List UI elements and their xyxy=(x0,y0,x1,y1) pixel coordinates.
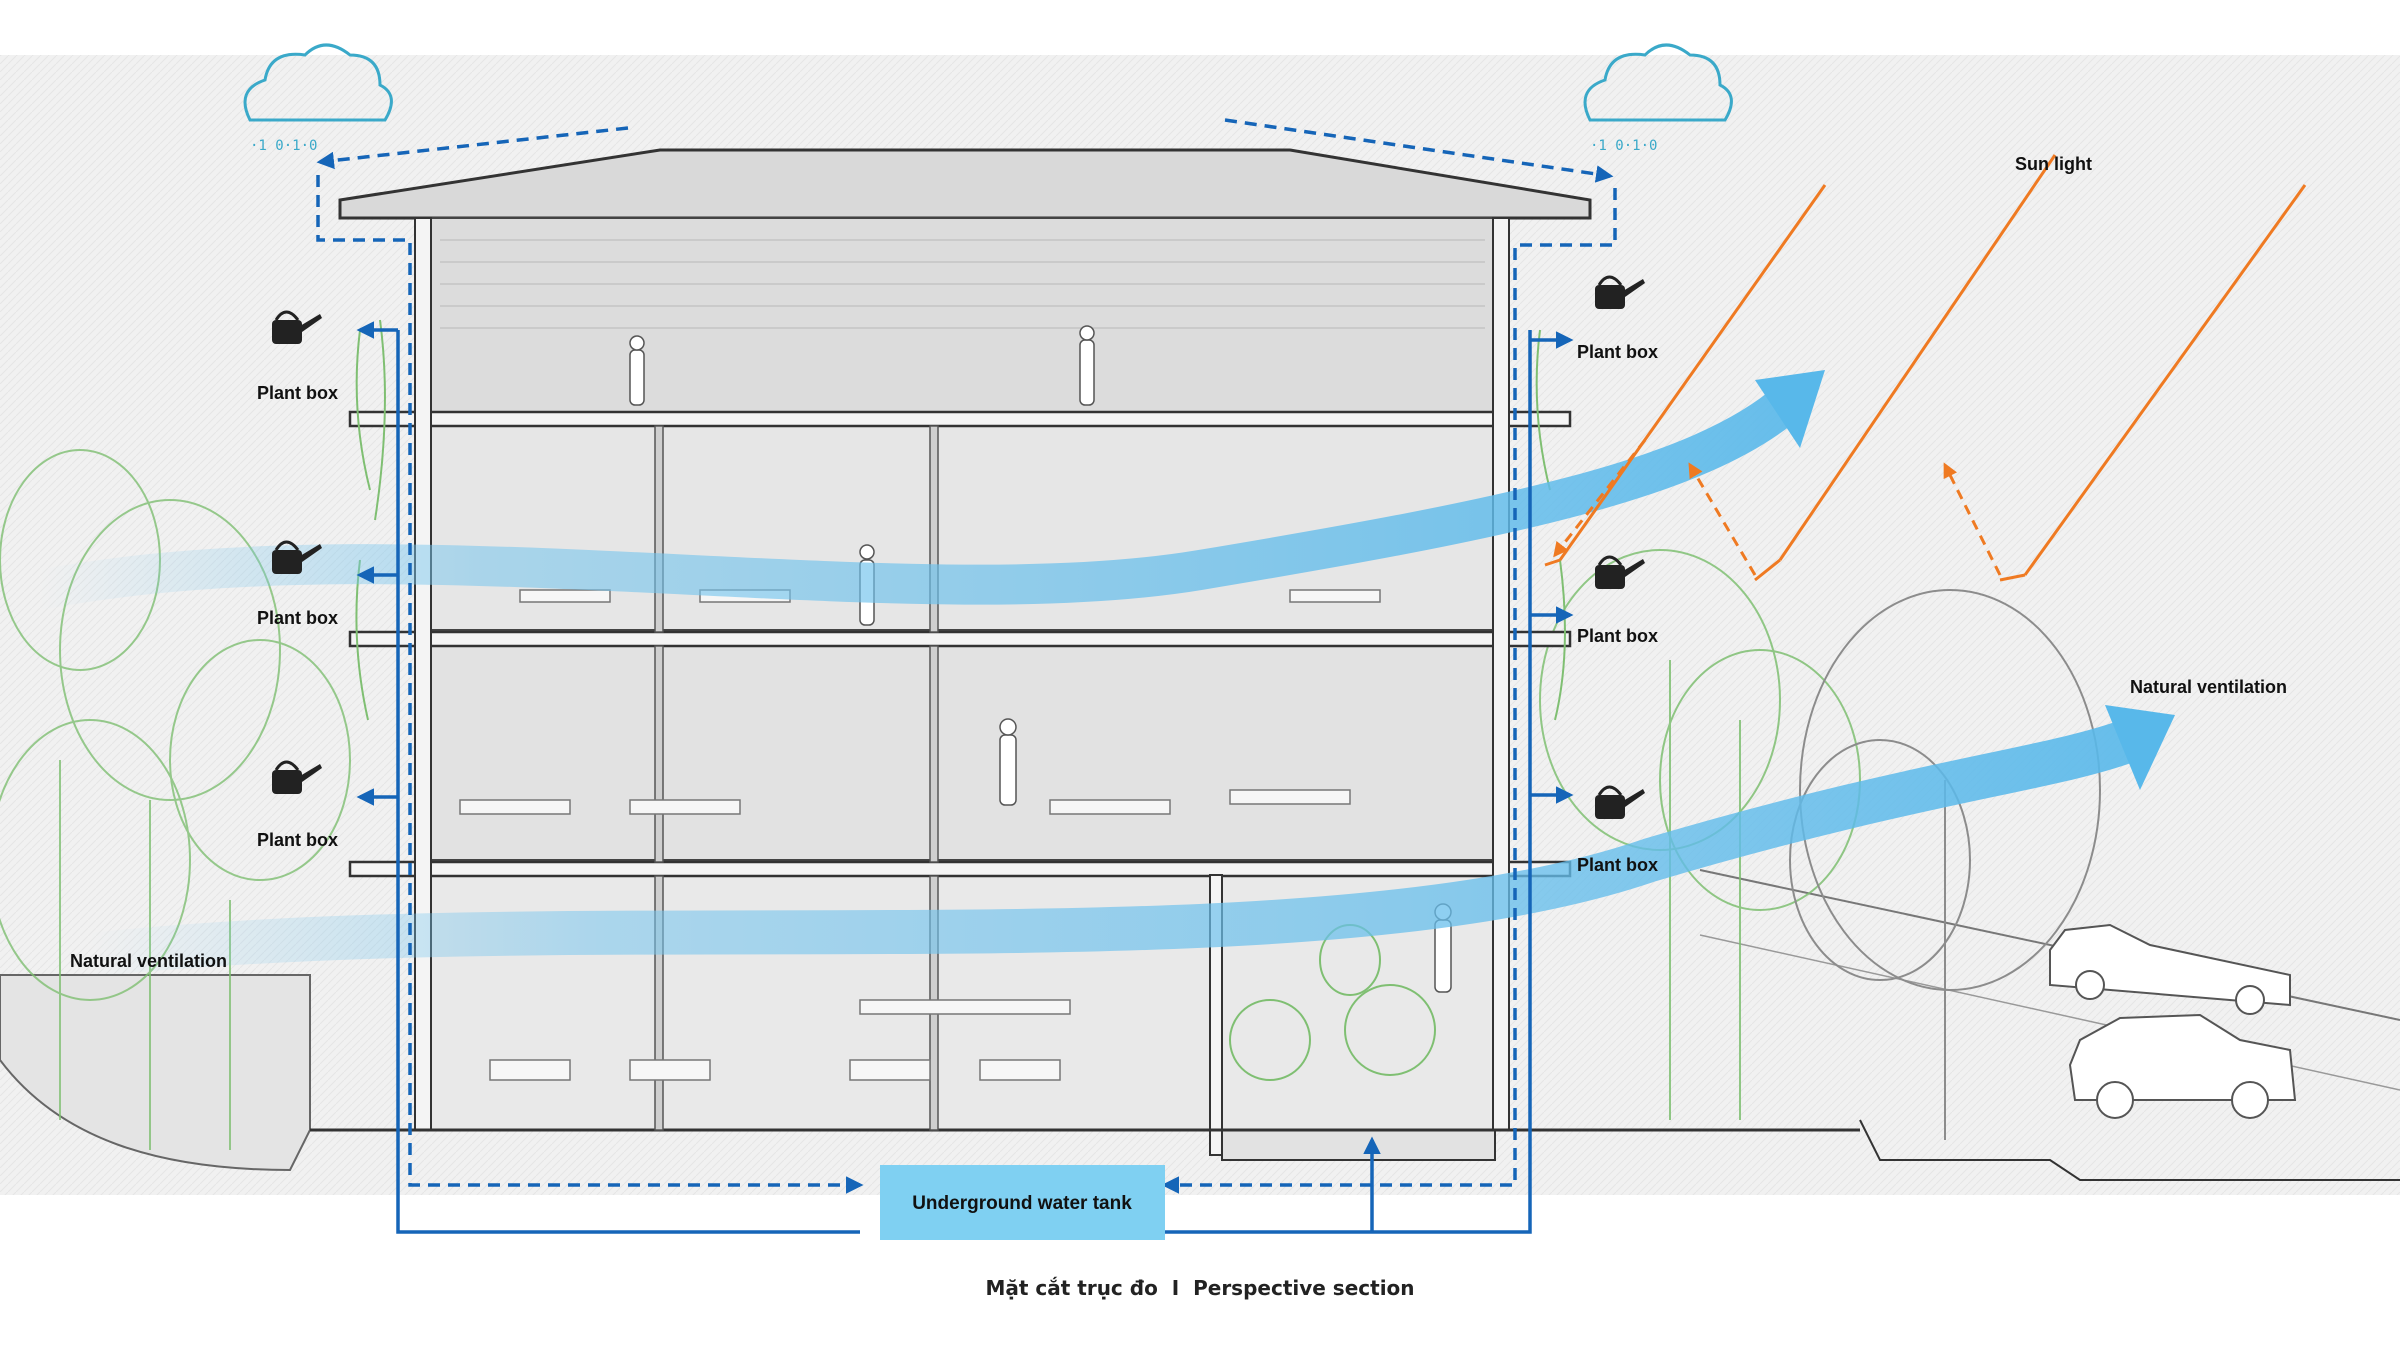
plant-box-label-left-bottom: Plant box xyxy=(257,830,338,850)
watering-can-icon xyxy=(1595,555,1645,589)
underground-water-tank: Underground water tank xyxy=(880,1165,1165,1240)
left-ground-slope xyxy=(0,974,311,1172)
car-icon xyxy=(2049,923,2291,1015)
watering-can-icon xyxy=(1595,275,1645,309)
plant-box-label-right-top: Plant box xyxy=(1577,342,1658,362)
street-ground xyxy=(1859,1119,2400,1181)
plant-box-label-right-mid: Plant box xyxy=(1577,626,1658,646)
sun-light-label: Sun light xyxy=(2015,154,2092,174)
tank-label: Underground water tank xyxy=(912,1193,1132,1214)
water-system xyxy=(316,118,1617,1234)
plant-box-label-left-top: Plant box xyxy=(257,383,338,403)
street-tree xyxy=(1789,589,2101,1140)
svg-text:·1 0·1·0: ·1 0·1·0 xyxy=(1590,138,1657,154)
roof xyxy=(338,148,1592,220)
watering-can-icon xyxy=(272,540,322,574)
figure-caption: Mặt cắt trục đo I Perspective section xyxy=(985,1276,1414,1300)
ventilation-arrow-lower xyxy=(2105,705,2175,790)
watering-can-icon xyxy=(1595,785,1645,819)
watering-can-icon xyxy=(272,310,322,344)
ventilation-label-left: Natural ventilation xyxy=(70,951,227,971)
ventilation-label-right: Natural ventilation xyxy=(2130,677,2287,697)
watering-can-icon xyxy=(272,760,322,794)
sun-rays xyxy=(1544,154,2307,582)
plant-box-label-left-mid: Plant box xyxy=(257,608,338,628)
plant-box-label-right-bottom: Plant box xyxy=(1577,855,1658,875)
ventilation-flow-upper xyxy=(20,380,1810,610)
rain-cloud-icon: ·1 0·1·0 xyxy=(243,43,393,154)
right-trees xyxy=(1539,549,1861,1120)
svg-text:·1 0·1·0: ·1 0·1·0 xyxy=(250,138,317,154)
rain-cloud-icon: ·1 0·1·0 xyxy=(1583,43,1733,154)
ventilation-arrow-upper xyxy=(1755,370,1825,448)
ventilation-flow-lower xyxy=(68,718,2152,977)
car-icon xyxy=(2068,1013,2297,1119)
